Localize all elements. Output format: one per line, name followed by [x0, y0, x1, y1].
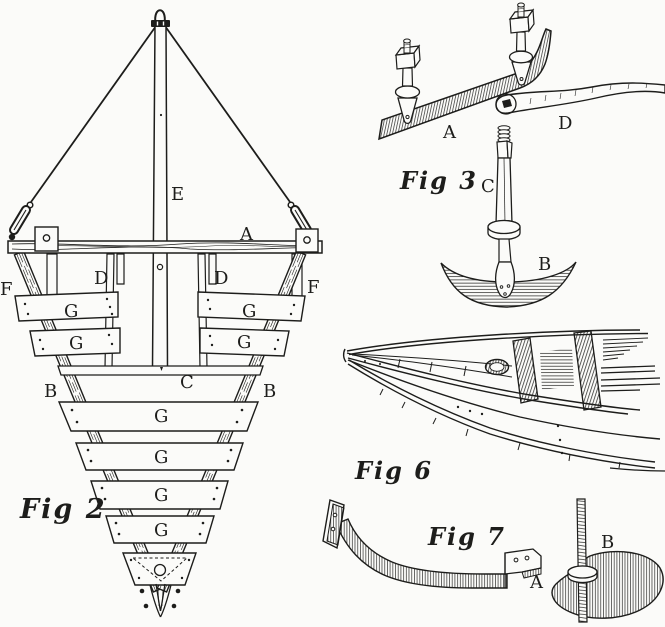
- slat-row2-right: [199, 327, 290, 357]
- tip-bolt: [143, 603, 149, 609]
- slat-row5: [90, 480, 229, 510]
- fig7-label-A: A: [529, 572, 544, 593]
- fig3-runner-parts: A D C B Fig 3: [378, 2, 665, 308]
- fig2-label-G8: G: [154, 520, 168, 541]
- stern-tip-wrap: [149, 583, 172, 618]
- fig6-caption: Fig 6: [354, 456, 433, 485]
- fig2-label-F-right: F: [307, 277, 320, 298]
- thwart-2: [573, 330, 602, 411]
- eye-plate-right: [295, 228, 319, 253]
- rudder-rod: [576, 498, 588, 623]
- shoe-tip: [322, 499, 345, 550]
- fig2-label-B-right: B: [263, 381, 276, 402]
- fig3-label-B: B: [538, 254, 551, 275]
- fig2-caption: Fig 2: [19, 494, 107, 525]
- rudder-post-foot: [487, 219, 521, 299]
- fig2-label-A: A: [239, 224, 254, 245]
- interior-comb-hatch: [602, 337, 649, 361]
- rudder-plate: [551, 550, 664, 619]
- fig2-label-C: C: [180, 372, 194, 393]
- slat-row1-left: [14, 291, 119, 322]
- runner-post-1: [394, 38, 421, 125]
- hull-fastening-dots: [364, 360, 564, 455]
- mast-hole-1: [159, 113, 163, 117]
- fig2-label-E: E: [171, 184, 184, 205]
- fig3-label-C: C: [481, 176, 495, 197]
- masthead-eye: [154, 9, 166, 24]
- eye-plate-left: [34, 226, 59, 252]
- mast-hole-3: [156, 263, 164, 271]
- interior-shading: [540, 348, 574, 390]
- fig7-label-B: B: [601, 532, 614, 553]
- tip-bolt: [171, 603, 177, 609]
- thwart-1: [512, 337, 539, 404]
- fig2-label-G4: G: [237, 332, 251, 353]
- fig2-label-G1: G: [64, 301, 78, 322]
- fig2-label-D-right: D: [214, 268, 228, 289]
- fig7-caption: Fig 7: [427, 522, 506, 551]
- mast-backbone: [151, 23, 169, 368]
- slat-row4: [74, 442, 244, 471]
- turnbuckle-left: [8, 205, 31, 241]
- guy-wire-right: [164, 25, 291, 203]
- fig3-caption: Fig 3: [399, 166, 478, 195]
- fig2-label-G3: G: [69, 333, 83, 354]
- rub-rail: [347, 359, 665, 472]
- rudder-post: [495, 125, 513, 225]
- slat-row2-left: [29, 327, 121, 357]
- shoe-bracket: [504, 548, 542, 588]
- fig2-label-F-left: F: [0, 279, 13, 300]
- fig2-label-G5: G: [154, 406, 168, 427]
- fig2-frame-top-view: E A D D F F B B C G G G G G G G G Fig 2: [0, 9, 323, 618]
- stern-plate: [121, 552, 197, 586]
- slat-row6: [105, 515, 215, 544]
- masthead-shackle: [151, 20, 170, 27]
- runner-post-2: [508, 2, 535, 86]
- tip-bolt: [139, 588, 145, 594]
- crosspiece: [57, 365, 264, 376]
- runner-strap: [495, 82, 665, 115]
- fig3-label-D: D: [558, 113, 572, 134]
- guy-wire-left: [30, 25, 157, 203]
- fig3-label-A: A: [442, 122, 457, 143]
- fig2-label-G2: G: [242, 301, 256, 322]
- side-rails-aft: [600, 365, 661, 392]
- slat-row3: [57, 401, 260, 432]
- rod-collar: [567, 565, 598, 584]
- deck-hole: [484, 358, 510, 376]
- fig2-label-D-left: D: [94, 268, 108, 289]
- tip-bolt: [175, 588, 181, 594]
- slat-row1-right: [197, 291, 306, 322]
- fig2-label-B-left: B: [44, 381, 57, 402]
- fig6-hull-bow: Fig 6: [342, 329, 665, 485]
- fig2-label-G6: G: [154, 447, 168, 468]
- fig7-runner-shoe: A B Fig 7: [322, 498, 664, 623]
- fig2-label-G7: G: [154, 485, 168, 506]
